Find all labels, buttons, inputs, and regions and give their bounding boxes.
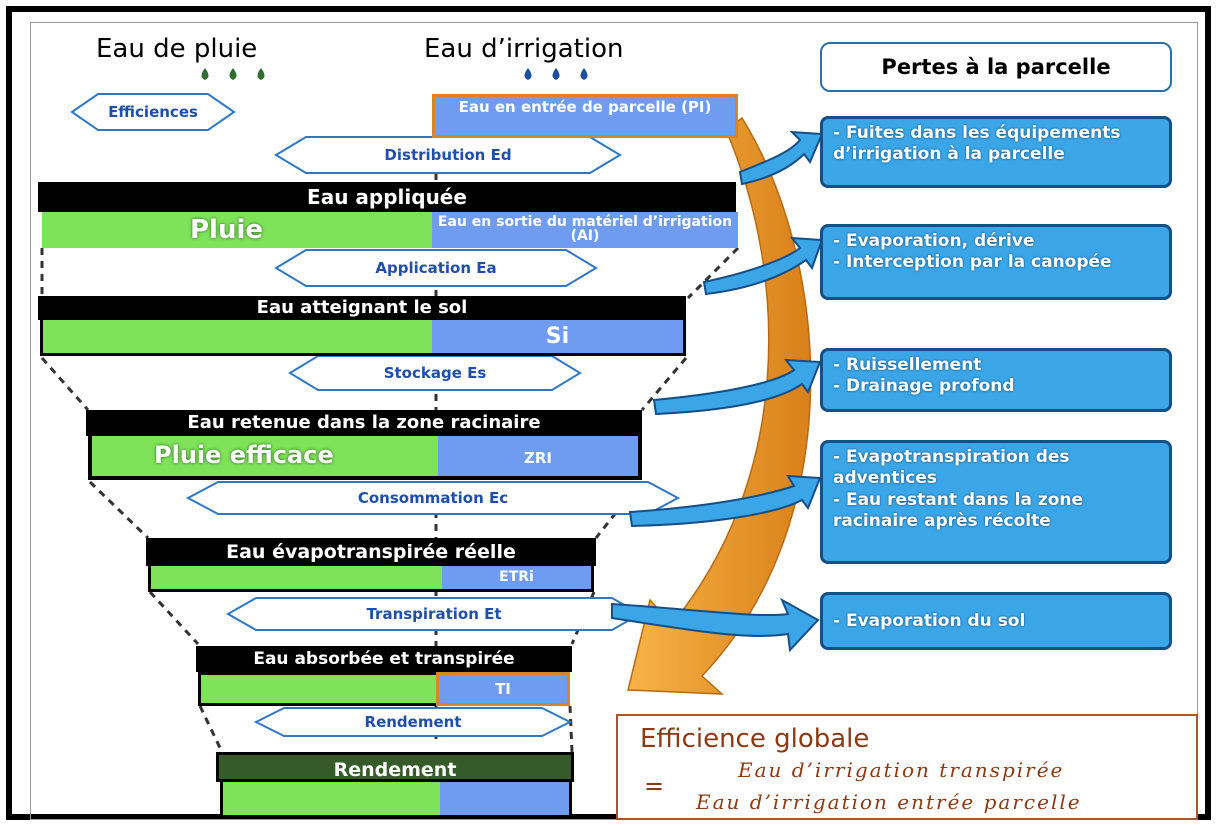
level-green-yield <box>220 782 440 818</box>
loss-box-soil-evaporation: - Evaporation du sol <box>820 592 1172 650</box>
outer-frame <box>6 6 1211 820</box>
level-blue-transpired: TI <box>436 672 570 706</box>
level-blue-etr: ETRi <box>442 566 594 592</box>
efficiency-hexagons <box>70 93 681 737</box>
entry-box: Eau en entrée de parcelle (PI) <box>432 94 738 138</box>
rain-water-header: Eau de pluie <box>96 34 258 64</box>
level-title-transpired: Eau absorbée et transpirée <box>196 646 572 672</box>
hex-rendement: Rendement <box>364 713 462 731</box>
loss-box-evapotranspiration: - Evapotranspiration des adventices - Ea… <box>820 440 1172 564</box>
hex-application: Application Ea <box>375 259 497 277</box>
level-blue-yield <box>440 782 572 818</box>
level-title-yield: Rendement <box>216 752 574 782</box>
global-loss-arrow <box>627 116 812 695</box>
formula-denominator: Eau d’irrigation entrée parcelle <box>696 790 1082 814</box>
level-blue-applied: Eau en sortie du matériel d’irrigation (… <box>432 212 738 248</box>
level-green-applied: Pluie <box>42 212 432 248</box>
level-title-soil: Eau atteignant le sol <box>38 296 686 320</box>
irrigation-drops-icon <box>524 68 588 80</box>
hex-distribution: Distribution Ed <box>384 146 512 164</box>
hex-efficiences: Efficiences <box>108 103 198 121</box>
formula-title: Efficience globale <box>640 724 870 754</box>
level-blue-soil: Si <box>432 320 686 356</box>
level-blue-root-zone: ZRI <box>438 436 642 480</box>
rain-drops-icon <box>201 68 265 80</box>
level-title-root-zone: Eau retenue dans la zone racinaire <box>86 410 642 436</box>
level-green-soil <box>40 320 432 356</box>
irrigation-water-header: Eau d’irrigation <box>424 34 624 64</box>
loss-box-evaporation-drift: - Evaporation, dérive - Interception par… <box>820 224 1172 300</box>
loss-arrows <box>611 130 824 653</box>
level-green-etr <box>148 566 442 592</box>
loss-box-leaks: - Fuites dans les équipements d’irrigati… <box>820 116 1172 188</box>
inner-frame <box>30 22 1198 820</box>
hex-transpiration: Transpiration Et <box>366 605 502 623</box>
losses-header: Pertes à la parcelle <box>820 42 1172 92</box>
global-efficiency-formula: Efficience globale = Eau d’irrigation tr… <box>616 714 1198 820</box>
formula-numerator: Eau d’irrigation transpirée <box>738 758 1065 782</box>
loss-box-runoff: - Ruissellement - Drainage profond <box>820 348 1172 412</box>
hex-consommation: Consommation Ec <box>357 489 509 507</box>
level-green-root-zone: Pluie efficace <box>88 436 438 480</box>
level-green-transpired <box>198 672 436 706</box>
hex-stockage: Stockage Es <box>383 364 487 382</box>
formula-equals: = <box>644 772 665 800</box>
level-title-applied: Eau appliquée <box>38 182 736 212</box>
level-title-etr: Eau évapotranspirée réelle <box>146 538 596 566</box>
